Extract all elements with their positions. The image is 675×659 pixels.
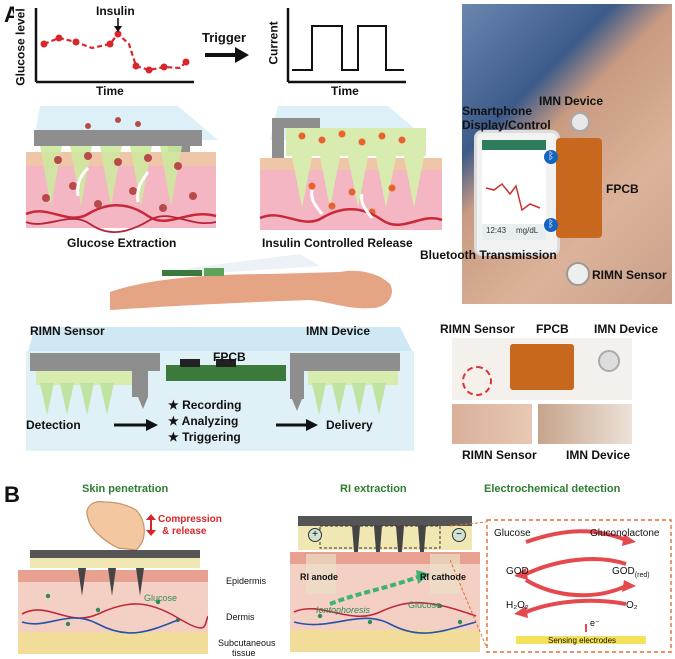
board-photo-sensor	[462, 366, 492, 396]
photo3-rimn-sensor-label: RIMN Sensor	[462, 448, 537, 462]
imn-device-photo	[538, 404, 632, 444]
photo3-imn-device-label: IMN Device	[566, 448, 631, 462]
imn-device-disc	[570, 112, 590, 132]
rimn-sensor-photo	[452, 404, 532, 444]
photo-bluetooth-label: Bluetooth Transmission	[420, 248, 557, 262]
glucose-small2-label: Glucose	[408, 600, 442, 610]
gluconolactone-label: Gluconolactone	[590, 528, 660, 539]
panel-b-letter: B	[4, 482, 20, 507]
release-label: & release	[162, 526, 207, 537]
skin-penetration-title: Skin penetration	[82, 483, 169, 495]
photo-imn-device-label: IMN Device	[539, 94, 604, 108]
glucose-extraction-illustration	[25, 106, 218, 233]
glucose-chem-label: Glucose	[494, 528, 531, 539]
epidermis-label: Epidermis	[226, 576, 267, 586]
ri-extraction-title: RI extraction	[340, 483, 407, 495]
rimn-sensor-disc	[566, 262, 590, 286]
bluetooth-icon: ᛒ	[544, 150, 558, 164]
glucose-small-label: Glucose	[144, 593, 178, 603]
subcutaneous-label: Subcutaneous	[218, 638, 276, 648]
fpcb-board	[556, 138, 602, 238]
fpcb-label: FPCB	[213, 350, 246, 364]
glucose-chart-ylabel: Glucose level	[13, 8, 28, 86]
phone-screen-unit: mg/dL	[516, 226, 539, 235]
o2-label: O₂	[626, 600, 638, 611]
phone-screen	[482, 140, 546, 240]
god-label: GOD	[506, 566, 529, 577]
glucose-curve	[43, 32, 187, 72]
phone-screen-value: 12:43	[486, 226, 507, 235]
detail-connector	[450, 521, 487, 647]
photo2-rimn-sensor-label: RIMN Sensor	[440, 322, 515, 336]
compression-arrow-icon	[146, 514, 156, 536]
god-red-label: GOD(red)	[612, 566, 650, 579]
trigger-label: Trigger	[202, 30, 247, 45]
glucose-chart-xlabel: Time	[96, 84, 124, 98]
current-chart	[286, 8, 406, 84]
bluetooth-icon: ᛒ	[544, 218, 558, 232]
minus-icon: −	[452, 528, 466, 542]
insulin-release-label: Insulin Controlled Release	[262, 236, 413, 250]
delivery-label: Delivery	[326, 418, 373, 432]
electrochemical-illustration	[486, 519, 672, 653]
photo-smartphone-label: Smartphone	[462, 104, 533, 118]
glucose-extraction-label: Glucose Extraction	[67, 236, 177, 250]
plus-icon: +	[308, 528, 322, 542]
photo-rimn-sensor-label: RIMN Sensor	[592, 268, 667, 282]
electron-label: e⁻	[590, 618, 600, 628]
board-photo-imn	[598, 350, 620, 372]
tissue-label: tissue	[232, 648, 256, 658]
insulin-release-illustration	[259, 106, 443, 230]
current-chart-xlabel: Time	[331, 84, 359, 98]
process-panel	[26, 327, 414, 451]
ri-extraction-illustration	[290, 516, 480, 652]
skin-penetration-illustration	[18, 501, 208, 654]
step-analyzing: ★ Analyzing	[168, 414, 239, 428]
compression-label: Compression	[158, 514, 222, 525]
glucose-chart-annotation: Insulin	[96, 4, 135, 18]
step-triggering: ★ Triggering	[168, 430, 241, 444]
arm-illustration	[110, 254, 392, 310]
iontophoresis-label: Iontophoresis	[316, 605, 371, 615]
step-recording: ★ Recording	[168, 398, 242, 412]
photo-fpcb-label: FPCB	[606, 182, 639, 196]
dermis-label: Dermis	[226, 612, 255, 622]
glucose-chart	[14, 4, 199, 104]
current-chart-ylabel: Current	[266, 21, 281, 65]
photo2-imn-device-label: IMN Device	[594, 322, 659, 336]
rimn-sensor-label: RIMN Sensor	[30, 324, 105, 338]
detection-label: Detection	[26, 418, 81, 432]
h2o2-label: H₂O₂	[506, 600, 529, 611]
sensing-electrodes-label: Sensing electrodes	[548, 636, 617, 645]
ri-anode-label: RI anode	[300, 572, 339, 582]
photo-display-label: Display/Control	[462, 118, 551, 132]
ri-cathode-label: RI cathode	[420, 572, 467, 582]
board-photo-fpcb	[510, 344, 574, 390]
photo2-fpcb-label: FPCB	[536, 322, 569, 336]
electrochemical-title: Electrochemical detection	[484, 483, 621, 495]
imn-device-label: IMN Device	[306, 324, 371, 338]
trigger-arrow	[205, 47, 249, 63]
